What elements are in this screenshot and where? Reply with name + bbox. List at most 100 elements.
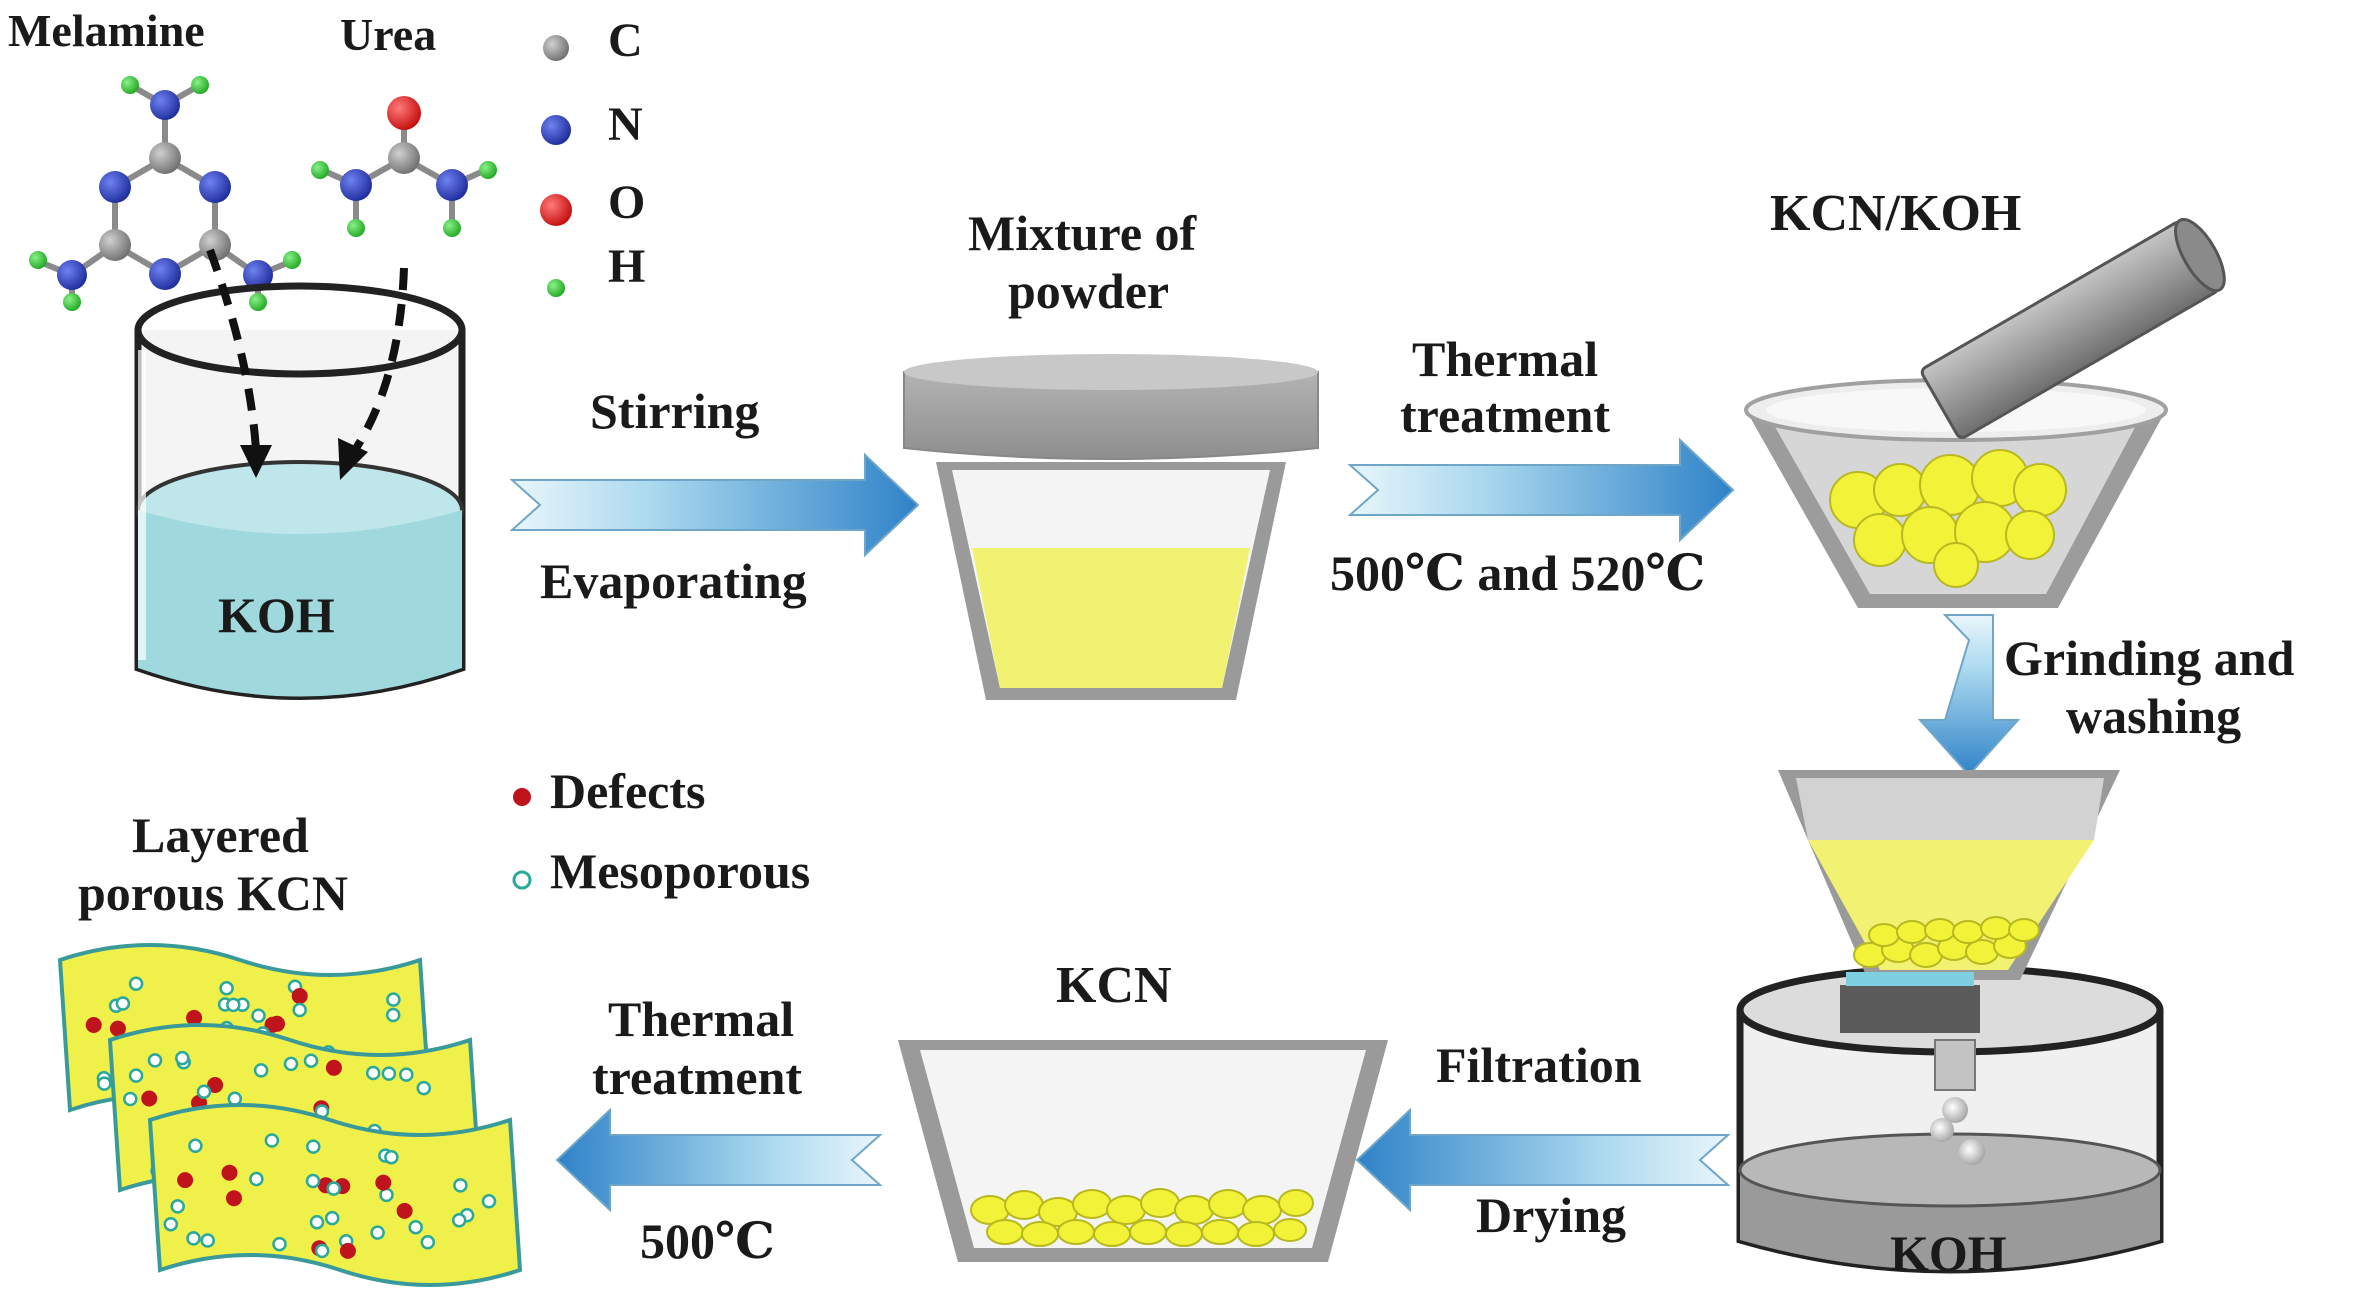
melamine-atoms [29, 76, 301, 311]
product-label-line2: porous KCN [78, 865, 348, 921]
mesopore-dot [163, 1216, 179, 1232]
powder-crucible-icon [903, 354, 1319, 700]
urea-molecule-icon [311, 96, 497, 237]
kcn-koh-label: KCN/KOH [1770, 185, 2021, 242]
mesopore-dot [147, 1053, 163, 1068]
defects-marker-icon [513, 788, 531, 806]
defect-dot [207, 1077, 224, 1093]
mortar-pestle-icon [1744, 217, 2226, 608]
carbon-atom-icon [543, 35, 569, 61]
final-thermal-label-line1: Thermal [608, 991, 794, 1047]
mesopore-dot [196, 1084, 212, 1099]
legend-c-label: C [608, 14, 643, 67]
thermal-treatment-arrow-icon [1347, 437, 1735, 543]
mesopore-dot [123, 1091, 138, 1107]
drying-label: Drying [1476, 1187, 1626, 1243]
mesoporous-marker-icon [512, 870, 532, 890]
defect-dot [325, 1059, 342, 1076]
defect-dot [339, 1242, 356, 1259]
mesopore-dot [453, 1178, 468, 1193]
nitrogen-atom-icon [541, 115, 571, 145]
defect-dot [177, 1172, 194, 1189]
melamine-label: Melamine [8, 5, 205, 56]
mesopore-dot [370, 1225, 385, 1240]
mesopore-dot [481, 1194, 497, 1209]
mesopore-dot [251, 1008, 266, 1023]
defect-dot [291, 988, 308, 1004]
mesopore-dot [200, 1233, 215, 1248]
hydrogen-atom-icon [547, 279, 565, 297]
mesopore-dot [399, 1067, 414, 1082]
filtration-label: Filtration [1436, 1037, 1642, 1093]
mesopore-dot [128, 1068, 144, 1083]
mesopore-dot [381, 1066, 397, 1081]
mesopore-dot [324, 1210, 340, 1226]
filtration-drying-arrow-icon [1355, 1107, 1731, 1213]
defect-dot [141, 1090, 158, 1107]
product-label-line1: Layered [132, 807, 309, 863]
mesopore-dot [219, 981, 234, 996]
mesopore-dot [309, 1214, 325, 1230]
mesopore-dot [386, 992, 401, 1007]
defects-label: Defects [550, 763, 705, 819]
kcn-label: KCN [1056, 957, 1172, 1014]
mesopore-dot [128, 976, 144, 991]
thermal-treatment-label-line1: Thermal [1412, 331, 1598, 387]
urea-label: Urea [340, 9, 436, 60]
koh-beaker-icon [134, 248, 466, 700]
legend-h-label: H [608, 240, 645, 293]
stirring-label: Stirring [590, 383, 759, 439]
mesopore-dot [253, 1063, 269, 1078]
mesopore-dot [264, 1133, 280, 1148]
mesopore-dot [226, 997, 241, 1013]
mesopore-dot [188, 1138, 203, 1154]
final-temperature-label: 500℃ [640, 1213, 775, 1269]
defect-dot [375, 1174, 392, 1191]
legend-n-label: N [608, 98, 643, 151]
defect-dot [221, 1164, 238, 1181]
oxygen-atom-icon [540, 194, 572, 226]
atom-legend: C N O H [540, 14, 645, 297]
mesopore-dot [416, 1080, 432, 1096]
mesopore-dot [292, 1002, 307, 1018]
defect-dot [226, 1190, 242, 1207]
defect-dot [109, 1020, 126, 1037]
final-thermal-arrow-icon [555, 1107, 883, 1213]
mesopore-dot [306, 1139, 321, 1154]
mesopore-dot [365, 1065, 381, 1081]
mesopore-dot [384, 1149, 399, 1165]
defect-dot [85, 1017, 102, 1033]
mesopore-dot [385, 1007, 401, 1023]
evaporating-label: Evaporating [540, 553, 807, 609]
mesopore-dot [97, 1076, 112, 1091]
mesopore-dot [303, 1053, 319, 1068]
mesopore-dot [451, 1213, 467, 1228]
stirring-arrow-icon [509, 452, 920, 558]
mesopore-dot [420, 1235, 436, 1250]
mesopore-dot [408, 1219, 423, 1235]
temperature-label: 500℃ and 520℃ [1330, 545, 1705, 601]
thermal-treatment-label-line2: treatment [1400, 387, 1610, 443]
mesopore-dot [186, 1231, 201, 1246]
layered-porous-kcn-icon [57, 943, 523, 1287]
defect-dot [396, 1202, 413, 1219]
legend-o-label: O [608, 176, 645, 229]
mesopore-dot [175, 1050, 190, 1066]
final-thermal-label-line2: treatment [592, 1049, 802, 1105]
defect-dot [186, 1009, 203, 1026]
mesopore-dot [305, 1173, 321, 1189]
defect-dot [269, 1015, 285, 1032]
grinding-label-line1: Grinding and [2004, 630, 2295, 686]
filter-beaker-koh-label: KOH [1890, 1225, 2007, 1281]
mesopore-dot [272, 1236, 287, 1252]
mesopore-dot [115, 996, 131, 1011]
mesopore-dot [314, 1243, 330, 1259]
beaker-koh-label: KOH [218, 587, 335, 643]
mesopore-dot [170, 1199, 185, 1214]
mesopore-dot [283, 1056, 299, 1072]
mixture-label-line1: Mixture of [968, 205, 1198, 261]
grinding-label-line2: washing [2066, 688, 2241, 744]
mesopore-dot [249, 1171, 264, 1187]
filtration-funnel-icon [1736, 770, 2164, 1274]
